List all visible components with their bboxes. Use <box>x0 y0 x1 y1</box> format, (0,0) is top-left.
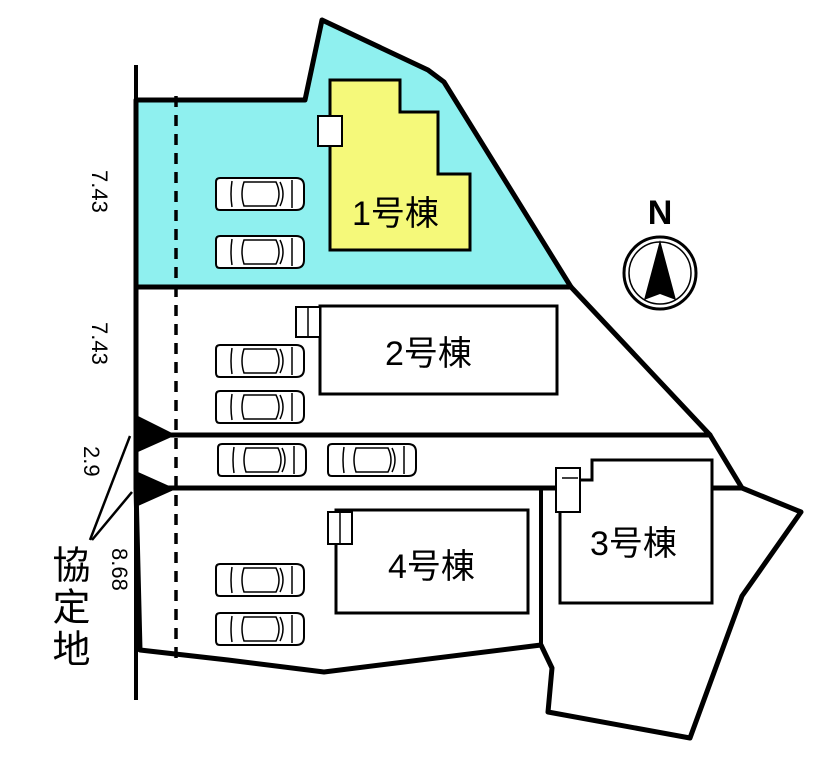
frontage-lot-4: 8.68 <box>107 548 132 591</box>
building-4-label: 4号棟 <box>388 548 475 586</box>
building-3-label: 3号棟 <box>590 525 677 563</box>
car-icon <box>215 563 305 597</box>
car-icon <box>215 235 305 269</box>
access-marker-icon <box>138 416 176 452</box>
car-icon <box>217 443 307 477</box>
building-2 <box>318 304 559 396</box>
building-4 <box>334 508 530 615</box>
building-2-label: 2号棟 <box>385 335 472 373</box>
building-1 <box>328 78 472 252</box>
building-1-entrance <box>317 115 343 147</box>
car-icon <box>215 390 305 424</box>
leader-line <box>88 435 132 541</box>
agreement-land-label: 協定地 <box>46 545 88 671</box>
access-marker-icon <box>138 472 176 506</box>
building-3 <box>558 458 714 605</box>
frontage-driveway: 2.9 <box>79 446 104 477</box>
car-icon <box>215 177 305 211</box>
leader-line <box>91 491 133 541</box>
north-arrow-icon: N <box>622 194 698 311</box>
frontage-lot-2: 7.43 <box>87 322 112 365</box>
building-1-label: 1号棟 <box>352 195 439 233</box>
frontage-lot-1: 7.43 <box>87 170 112 213</box>
north-label: N <box>648 194 673 232</box>
building-3-entrance <box>555 467 581 513</box>
car-icon <box>215 344 305 378</box>
car-icon <box>215 612 305 646</box>
car-icon <box>327 443 417 477</box>
